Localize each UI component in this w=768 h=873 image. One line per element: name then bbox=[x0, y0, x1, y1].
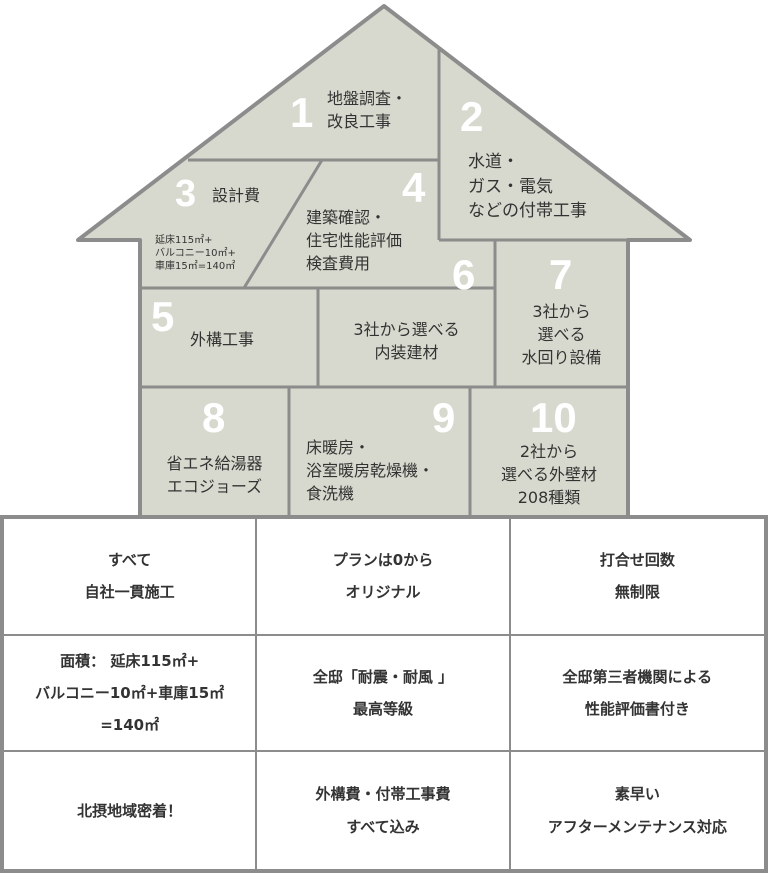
cell-10-label: 2社から 選べる外壁材 208種類 bbox=[470, 440, 628, 510]
feature-2-line-2: オリジナル bbox=[345, 583, 421, 602]
feature-grid: すべて 自社一貫施工 プランは0から オリジナル 打合せ回数 無制限 面積： 延… bbox=[0, 515, 768, 873]
cell-4-label: 建築確認・ 住宅性能評価 検査費用 bbox=[306, 206, 402, 276]
cell-3-note-line-1: 延床115㎡+ bbox=[155, 235, 213, 246]
feature-cell-9: 素早い アフターメンテナンス対応 bbox=[511, 752, 764, 869]
cell-9-line-3: 食洗機 bbox=[306, 484, 355, 504]
cell-3-number: 3 bbox=[175, 173, 197, 215]
cell-8-line-1: 省エネ給湯器 bbox=[166, 454, 263, 473]
feature-cell-2: プランは0から オリジナル bbox=[257, 519, 511, 636]
cell-2-line-2: ガス・電気 bbox=[468, 176, 553, 197]
cell-10-line-2: 選べる外壁材 bbox=[500, 465, 597, 485]
feature-1-line-1: すべて bbox=[107, 551, 152, 570]
divider-cell3-4 bbox=[242, 159, 324, 289]
cell-3-note-line-3: 車庫15㎡=140㎡ bbox=[155, 261, 236, 272]
cell-7-number: 7 bbox=[549, 251, 573, 298]
cell-6-line-2: 内装建材 bbox=[374, 343, 439, 363]
cell-2-number: 2 bbox=[460, 93, 484, 140]
cell-10-number: 10 bbox=[530, 394, 577, 441]
feature-4-line-3: =140㎡ bbox=[100, 716, 160, 735]
cell-4-line-3: 検査費用 bbox=[306, 254, 371, 274]
cell-3-area-note: 延床115㎡+ バルコニー10㎡+ 車庫15㎡=140㎡ bbox=[155, 234, 236, 273]
cell-6-label: 3社から選べる 内装建材 bbox=[318, 318, 495, 364]
cell-7-label: 3社から 選べる 水回り設備 bbox=[495, 300, 628, 370]
cell-3-note-line-2: バルコニー10㎡+ bbox=[155, 248, 236, 259]
cell-8-line-2: エコジョーズ bbox=[166, 477, 263, 497]
cell-9-line-1: 床暖房・ bbox=[306, 438, 371, 457]
cell-6-number: 6 bbox=[452, 251, 476, 298]
feature-4-line-2: バルコニー10㎡+車庫15㎡ bbox=[35, 683, 225, 702]
cell-4-line-1: 建築確認・ bbox=[306, 208, 387, 227]
feature-7-line-1: 北摂地域密着！ bbox=[77, 801, 183, 820]
feature-cell-8: 外構費・付帯工事費 すべて込み bbox=[257, 752, 511, 869]
cell-2-line-3: などの付帯工事 bbox=[468, 201, 587, 222]
cell-5-label: 外構工事 bbox=[190, 330, 255, 349]
cell-5-number: 5 bbox=[151, 293, 175, 340]
cell-9-number: 9 bbox=[432, 394, 456, 441]
cell-10-line-1: 2社から bbox=[519, 442, 579, 461]
feature-9-line-2: アフターメンテナンス対応 bbox=[547, 817, 727, 836]
feature-6-line-1: 全邸第三者機関による bbox=[562, 667, 713, 686]
feature-5-line-1: 全邸「耐震・耐風 」 bbox=[312, 667, 454, 686]
cell-7-line-3: 水回り設備 bbox=[521, 348, 602, 368]
house-diagram bbox=[76, 4, 692, 520]
cell-1-label: 地盤調査・ 改良工事 bbox=[327, 87, 407, 133]
cell-8-number: 8 bbox=[202, 394, 226, 441]
cell-9-label: 床暖房・ 浴室暖房乾燥機・ 食洗機 bbox=[306, 436, 434, 506]
cell-3-title: 設計費 bbox=[212, 186, 261, 205]
feature-8-line-2: すべて込み bbox=[346, 817, 420, 836]
cell-4-line-2: 住宅性能評価 bbox=[306, 231, 403, 251]
cell-9-line-2: 浴室暖房乾燥機・ bbox=[306, 461, 435, 481]
cell-7-line-2: 選べる bbox=[537, 325, 586, 345]
feature-cell-4: 面積： 延床115㎡+ バルコニー10㎡+車庫15㎡ =140㎡ bbox=[4, 635, 258, 753]
feature-cell-6: 全邸第三者機関による 性能評価書付き bbox=[510, 636, 764, 753]
feature-3-line-2: 無制限 bbox=[614, 583, 660, 602]
house-silhouette bbox=[76, 4, 692, 520]
feature-5-line-2: 最高等級 bbox=[352, 699, 413, 718]
feature-6-line-2: 性能評価書付き bbox=[584, 699, 690, 718]
feature-8-line-1: 外構費・付帯工事費 bbox=[315, 785, 451, 804]
cell-1-line-1: 地盤調査・ bbox=[327, 89, 408, 108]
cell-1-line-2: 改良工事 bbox=[327, 112, 392, 132]
cell-1-number: 1 bbox=[290, 89, 314, 136]
feature-cell-1: すべて 自社一貫施工 bbox=[4, 519, 258, 636]
feature-9-line-1: 素早い bbox=[614, 785, 660, 804]
feature-cell-7: 北摂地域密着！ bbox=[4, 752, 258, 869]
cell-8-label: 省エネ給湯器 エコジョーズ bbox=[140, 452, 289, 498]
feature-cell-3: 打合せ回数 無制限 bbox=[510, 519, 764, 636]
feature-4-line-1: 面積： 延床115㎡+ bbox=[60, 651, 200, 670]
cell-4-number: 4 bbox=[402, 164, 426, 211]
feature-cell-5: 全邸「耐震・耐風 」 最高等級 bbox=[257, 635, 511, 753]
feature-3-line-1: 打合せ回数 bbox=[599, 551, 675, 570]
feature-2-line-1: プランは0から bbox=[332, 551, 434, 570]
cell-10-line-3: 208種類 bbox=[517, 488, 581, 508]
cell-2-line-1: 水道・ bbox=[468, 152, 519, 172]
feature-1-line-2: 自社一貫施工 bbox=[84, 583, 175, 602]
cell-7-line-1: 3社から bbox=[532, 302, 591, 321]
cell-6-line-1: 3社から選べる bbox=[353, 320, 460, 339]
cell-2-label: 水道・ ガス・電気 などの付帯工事 bbox=[468, 150, 587, 224]
